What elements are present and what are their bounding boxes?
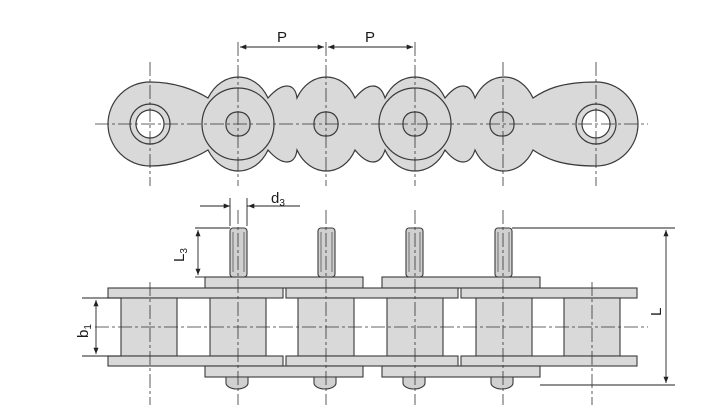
pin-head: [402, 376, 426, 390]
extended-pin: [405, 227, 424, 278]
length-label: L: [648, 308, 665, 316]
extended-pin: [494, 227, 513, 278]
d3-label: d3: [271, 190, 285, 209]
outer-plate-top: [204, 276, 364, 289]
dimension-lines: [82, 44, 675, 386]
center-lines: [95, 42, 648, 405]
pitch-label: P: [365, 29, 375, 46]
inner-plate-bottom: [107, 355, 284, 367]
b1-label: b1: [75, 324, 94, 338]
inner-plate-top: [460, 287, 638, 299]
outer-plate-top: [381, 276, 541, 289]
outer-plate-bottom: [204, 365, 364, 378]
l3-label: L3: [171, 248, 190, 262]
pitch-label: P: [277, 29, 287, 46]
extended-pin: [317, 227, 336, 278]
pin-head: [313, 376, 337, 390]
extended-pin: [229, 227, 248, 278]
inner-plate-top: [285, 287, 459, 299]
inner-plate-bottom: [460, 355, 638, 367]
outer-plate-bottom: [381, 365, 541, 378]
inner-plate-top: [107, 287, 284, 299]
pin-threads: [232, 232, 510, 272]
pin-head: [225, 376, 249, 390]
pin-head: [490, 376, 514, 390]
inner-plate-bottom: [285, 355, 459, 367]
